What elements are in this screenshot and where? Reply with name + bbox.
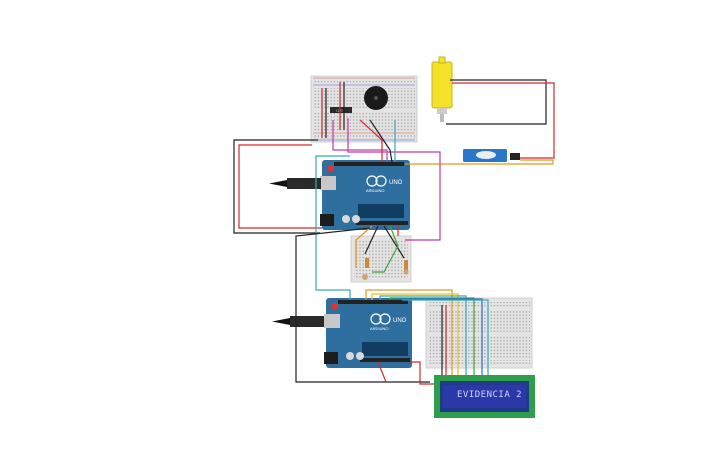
top-breadboard[interactable] [310, 75, 418, 143]
servo-motor-icon[interactable] [463, 149, 520, 162]
photoresistor-left[interactable] [362, 258, 369, 280]
arduino-bottom-model: UNO [393, 318, 407, 324]
middle-breadboard[interactable] [350, 235, 412, 283]
arduino-top-label: ARDUINO [366, 188, 384, 193]
piezo-buzzer-icon[interactable] [364, 86, 388, 110]
arduino-bottom[interactable]: ARDUINO UNO [324, 298, 412, 368]
wires [233, 79, 555, 385]
usb-cable-icon [269, 178, 321, 189]
dc-motor-icon[interactable] [431, 56, 453, 122]
usb-cable-icon [272, 316, 324, 327]
lcd-text: EVIDENCIA 2 [457, 390, 522, 400]
lcd-display[interactable]: EVIDENCIA 2 [434, 375, 535, 418]
arduino-bottom-label: ARDUINO [370, 326, 388, 331]
bottom-breadboard[interactable] [425, 297, 533, 369]
top-ic-chip[interactable]: L293 [330, 107, 352, 113]
photoresistor-right[interactable] [403, 260, 409, 275]
arduino-top-model: UNO [389, 180, 403, 186]
arduino-top[interactable]: ARDUINO UNO [320, 160, 410, 230]
